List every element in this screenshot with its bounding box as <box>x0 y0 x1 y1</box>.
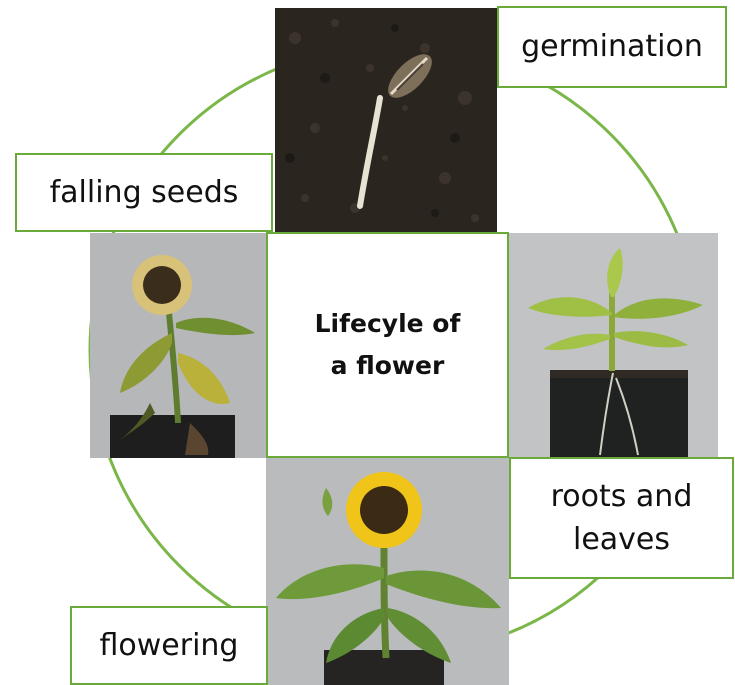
label-flowering: flowering <box>70 606 268 685</box>
center-title: Lifecyle of a flower <box>315 303 461 388</box>
falling-seeds-photo <box>90 233 267 458</box>
label-falling-seeds: falling seeds <box>15 153 273 232</box>
label-roots-and-leaves: roots and leaves <box>509 457 734 579</box>
center-title-box: Lifecyle of a flower <box>266 232 509 458</box>
label-roots-and-leaves-text: roots and leaves <box>529 475 714 562</box>
germination-photo <box>275 8 497 234</box>
label-germination: germination <box>497 6 727 88</box>
label-flowering-text: flowering <box>100 624 239 668</box>
roots-and-leaves-photo <box>508 233 718 458</box>
label-falling-seeds-text: falling seeds <box>50 171 239 215</box>
flowering-photo <box>266 458 509 685</box>
label-germination-text: germination <box>521 25 703 69</box>
